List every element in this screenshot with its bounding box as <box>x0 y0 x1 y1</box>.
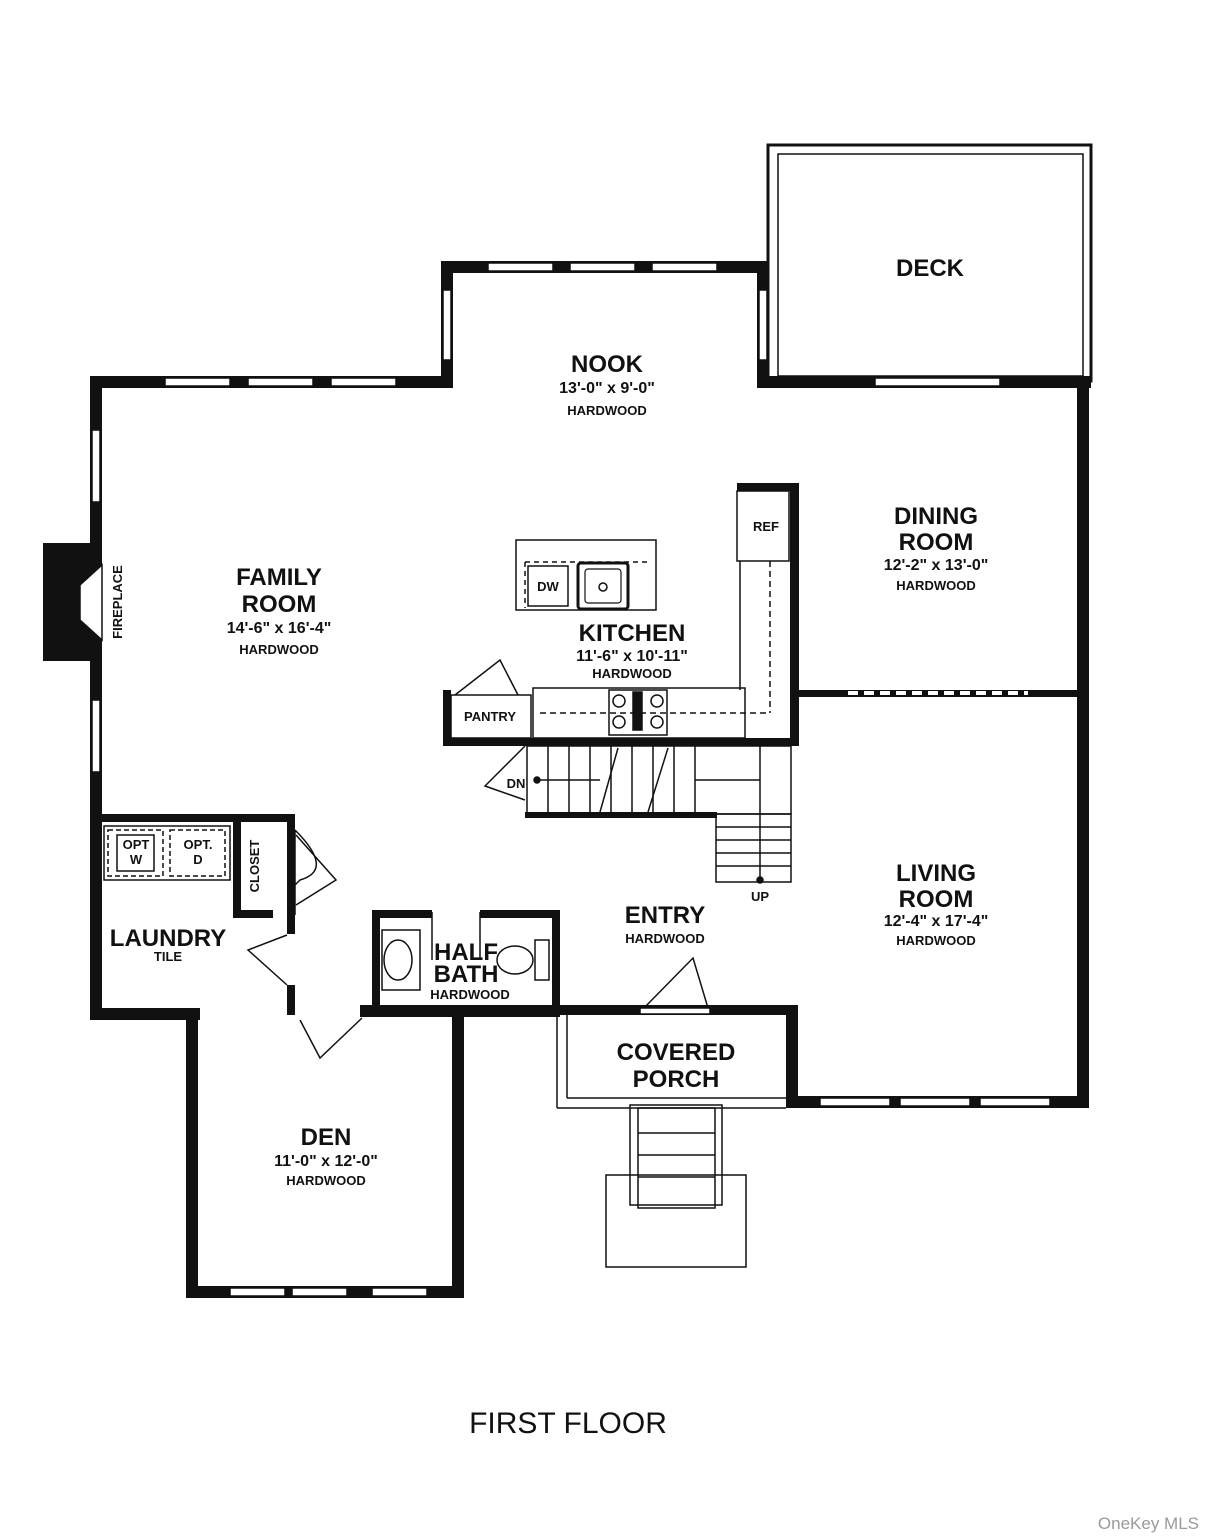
den-floor: HARDWOOD <box>286 1173 365 1188</box>
ref-label: REF <box>753 519 779 534</box>
dining-label-1: DINING <box>894 503 978 530</box>
covered-porch <box>556 1015 786 1268</box>
pantry-box <box>450 694 532 739</box>
family-label-1: FAMILY <box>236 564 322 591</box>
landing <box>605 1174 747 1268</box>
lavatory-icon <box>383 939 413 981</box>
family-dims: 14'-6" x 16'-4" <box>227 620 332 637</box>
halfbath-floor: HARDWOOD <box>430 987 509 1002</box>
fireplace-opening <box>79 563 103 642</box>
kitchen-floor: HARDWOOD <box>592 666 671 681</box>
stair-down-label: DN <box>507 776 526 791</box>
living-label-2: ROOM <box>899 886 974 913</box>
entry-floor: HARDWOOD <box>625 931 704 946</box>
nook-dims: 13'-0" x 9'-0" <box>559 380 655 397</box>
dining-floor: HARDWOOD <box>896 578 975 593</box>
closet-label: CLOSET <box>247 840 262 893</box>
deck-label: DECK <box>896 255 965 282</box>
living-floor: HARDWOOD <box>896 933 975 948</box>
den-dims: 11'-0" x 12'-0" <box>274 1153 378 1170</box>
pantry-label: PANTRY <box>464 709 516 724</box>
toilet-tank <box>534 939 550 981</box>
bath-fixtures <box>381 929 550 991</box>
fireplace-label: FIREPLACE <box>110 565 125 639</box>
dining-dims: 12'-2" x 13'-0" <box>884 557 989 574</box>
vanity <box>381 929 421 991</box>
entry-label: ENTRY <box>625 902 705 929</box>
floor-title: FIRST FLOOR <box>469 1407 667 1440</box>
doors <box>246 829 711 1060</box>
laundry-floor: TILE <box>154 949 182 964</box>
kitchen-label: KITCHEN <box>579 620 686 647</box>
living-dims: 12'-4" x 17'-4" <box>884 913 989 930</box>
nook-floor: HARDWOOD <box>567 403 646 418</box>
watermark: OneKey MLS <box>1097 1514 1199 1533</box>
interior-walls <box>95 483 1082 1015</box>
porch-label-2: PORCH <box>633 1066 720 1093</box>
refrigerator <box>736 490 790 562</box>
laundry-label: LAUNDRY <box>110 925 226 952</box>
kitchen-island <box>515 539 657 611</box>
opt-w-2: W <box>130 852 143 867</box>
opt-w-1: OPT <box>123 837 150 852</box>
den-label: DEN <box>301 1124 352 1151</box>
kitchen-dims: 11'-6" x 10'-11" <box>576 648 688 665</box>
dining-label-2: ROOM <box>899 529 974 556</box>
toilet-icon <box>496 945 534 975</box>
nook-label: NOOK <box>571 351 644 378</box>
laundry-appliances <box>103 825 231 881</box>
washer-icon <box>107 829 164 877</box>
porch-label-1: COVERED <box>617 1039 736 1066</box>
kitchen-counters <box>450 490 790 739</box>
sink-icon <box>576 561 630 611</box>
halfbath-label-2: BATH <box>434 961 499 988</box>
dryer-icon <box>169 829 226 877</box>
windows <box>91 262 1051 1297</box>
living-label-1: LIVING <box>896 860 976 887</box>
stair-up-label: UP <box>751 889 769 904</box>
halfbath-label-1: HALF <box>434 939 498 966</box>
dishwasher <box>527 565 569 607</box>
range-icon <box>608 689 668 736</box>
stairs <box>483 745 792 884</box>
opt-d-1: OPT. <box>184 837 213 852</box>
dw-label: DW <box>537 579 559 594</box>
family-label-2: ROOM <box>242 591 317 618</box>
opt-d-2: D <box>193 852 202 867</box>
family-floor: HARDWOOD <box>239 642 318 657</box>
